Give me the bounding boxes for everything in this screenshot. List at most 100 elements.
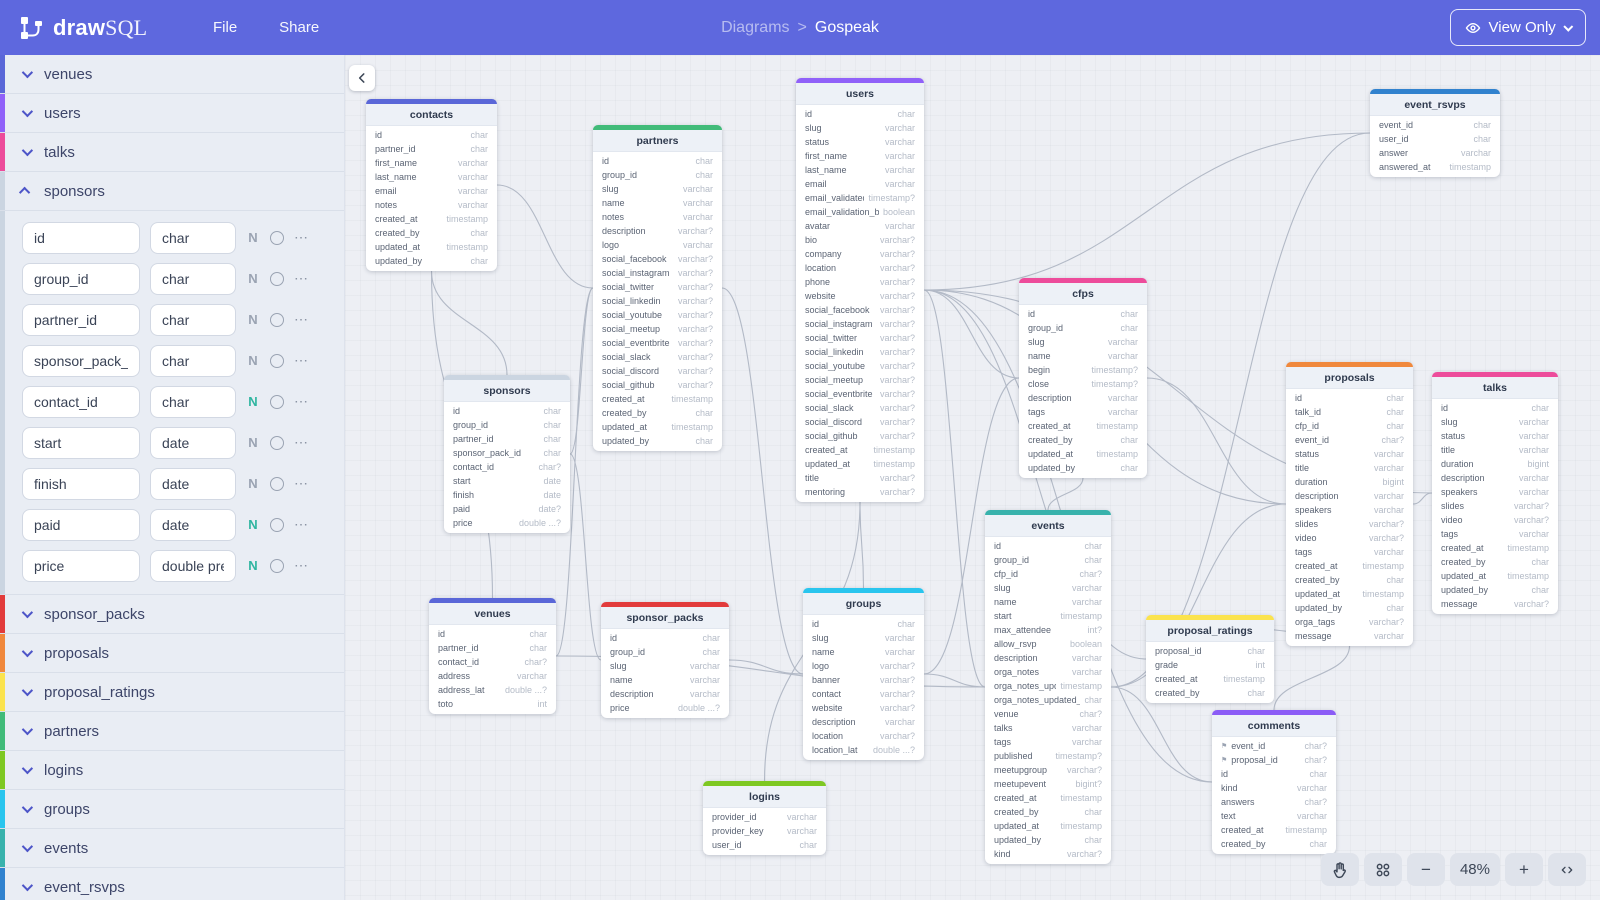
key-radio[interactable] xyxy=(270,558,284,573)
menu-share[interactable]: Share xyxy=(279,19,320,36)
sidebar-item-sponsor_packs[interactable]: sponsor_packs xyxy=(0,595,344,634)
nullable-toggle[interactable]: N xyxy=(248,271,258,286)
key-radio[interactable] xyxy=(270,271,284,286)
sidebar-item-partners[interactable]: partners xyxy=(0,712,344,751)
key-radio[interactable] xyxy=(270,230,284,245)
more-options-icon[interactable]: ⋯ xyxy=(294,434,309,450)
field-name-input[interactable] xyxy=(22,467,140,500)
sidebar-item-proposal_ratings[interactable]: proposal_ratings xyxy=(0,673,344,712)
more-options-icon[interactable]: ⋯ xyxy=(294,557,309,573)
key-radio[interactable] xyxy=(270,517,284,532)
field-type: varchar xyxy=(1373,631,1404,641)
sidebar-item-groups[interactable]: groups xyxy=(0,790,344,829)
key-radio[interactable] xyxy=(270,435,284,450)
sidebar-item-users[interactable]: users xyxy=(0,94,344,133)
more-options-icon[interactable]: ⋯ xyxy=(294,393,309,409)
field-type-input[interactable] xyxy=(150,221,236,254)
chevron-down-icon xyxy=(21,762,34,775)
pan-tool-button[interactable] xyxy=(1320,853,1359,886)
sidebar-item-logins[interactable]: logins xyxy=(0,751,344,790)
hand-icon xyxy=(1333,861,1346,878)
field-type-input[interactable] xyxy=(150,262,236,295)
sidebar-item-sponsors[interactable]: sponsors xyxy=(0,172,344,211)
field-type-input[interactable] xyxy=(150,426,236,459)
key-radio[interactable] xyxy=(270,353,284,368)
field-name: meetupevent xyxy=(994,779,1047,789)
collapse-sidebar-button[interactable] xyxy=(349,65,375,91)
sidebar-item-proposals[interactable]: proposals xyxy=(0,634,344,673)
field-name-input[interactable] xyxy=(22,426,140,459)
key-radio[interactable] xyxy=(270,394,284,409)
field-name-input[interactable] xyxy=(22,508,140,541)
minimap-button[interactable] xyxy=(1363,853,1402,886)
sidebar-item-events[interactable]: events xyxy=(0,829,344,868)
more-options-icon[interactable]: ⋯ xyxy=(294,270,309,286)
sidebar-item-event_rsvps[interactable]: event_rsvps xyxy=(0,868,344,900)
nullable-toggle[interactable]: N xyxy=(248,230,258,245)
zoom-in-button[interactable]: + xyxy=(1505,853,1543,886)
field-editor-row: N⋯ xyxy=(0,258,344,299)
view-only-button[interactable]: View Only xyxy=(1449,9,1586,46)
nullable-toggle[interactable]: N xyxy=(248,312,258,327)
zoom-level[interactable]: 48% xyxy=(1449,853,1500,886)
more-options-icon[interactable]: ⋯ xyxy=(294,352,309,368)
field-name-input[interactable] xyxy=(22,262,140,295)
key-radio[interactable] xyxy=(270,476,284,491)
nullable-toggle[interactable]: N xyxy=(248,476,258,491)
more-options-icon[interactable]: ⋯ xyxy=(294,516,309,532)
key-radio[interactable] xyxy=(270,312,284,327)
field-name: answer xyxy=(1379,148,1409,158)
field-name-input[interactable] xyxy=(22,549,140,582)
field-name-input[interactable] xyxy=(22,221,140,254)
nullable-toggle[interactable]: N xyxy=(248,435,258,450)
field-type-input[interactable] xyxy=(150,303,236,336)
field-type-input[interactable] xyxy=(150,549,236,582)
field-name: slug xyxy=(1028,337,1045,347)
more-options-icon[interactable]: ⋯ xyxy=(294,311,309,327)
field-name: slides xyxy=(1295,519,1319,529)
field-name-input[interactable] xyxy=(22,344,140,377)
menu-file[interactable]: File xyxy=(213,19,238,36)
embed-code-button[interactable] xyxy=(1548,853,1586,886)
drawsql-logo[interactable]: drawSQL xyxy=(0,15,185,41)
field-type-input[interactable] xyxy=(150,508,236,541)
nullable-toggle[interactable]: N xyxy=(248,517,258,532)
more-options-icon[interactable]: ⋯ xyxy=(294,229,309,245)
nullable-toggle[interactable]: N xyxy=(248,394,258,409)
field-name: orga_tags xyxy=(1295,617,1336,627)
zoom-out-button[interactable]: − xyxy=(1406,853,1445,886)
field-type-input[interactable] xyxy=(150,385,236,418)
sidebar-item-venues[interactable]: venues xyxy=(0,55,344,94)
nullable-toggle[interactable]: N xyxy=(248,558,258,573)
field-type-input[interactable] xyxy=(150,467,236,500)
field-name-input[interactable] xyxy=(22,385,140,418)
field-type: varchar? xyxy=(879,703,915,713)
more-options-icon[interactable]: ⋯ xyxy=(294,475,309,491)
sidebar-item-talks[interactable]: talks xyxy=(0,133,344,172)
field-name-input[interactable] xyxy=(22,303,140,336)
nullable-toggle[interactable]: N xyxy=(248,353,258,368)
field-type-input[interactable] xyxy=(150,344,236,377)
field-type: char xyxy=(1309,769,1327,779)
breadcrumb-parent[interactable]: Diagrams xyxy=(721,18,790,36)
